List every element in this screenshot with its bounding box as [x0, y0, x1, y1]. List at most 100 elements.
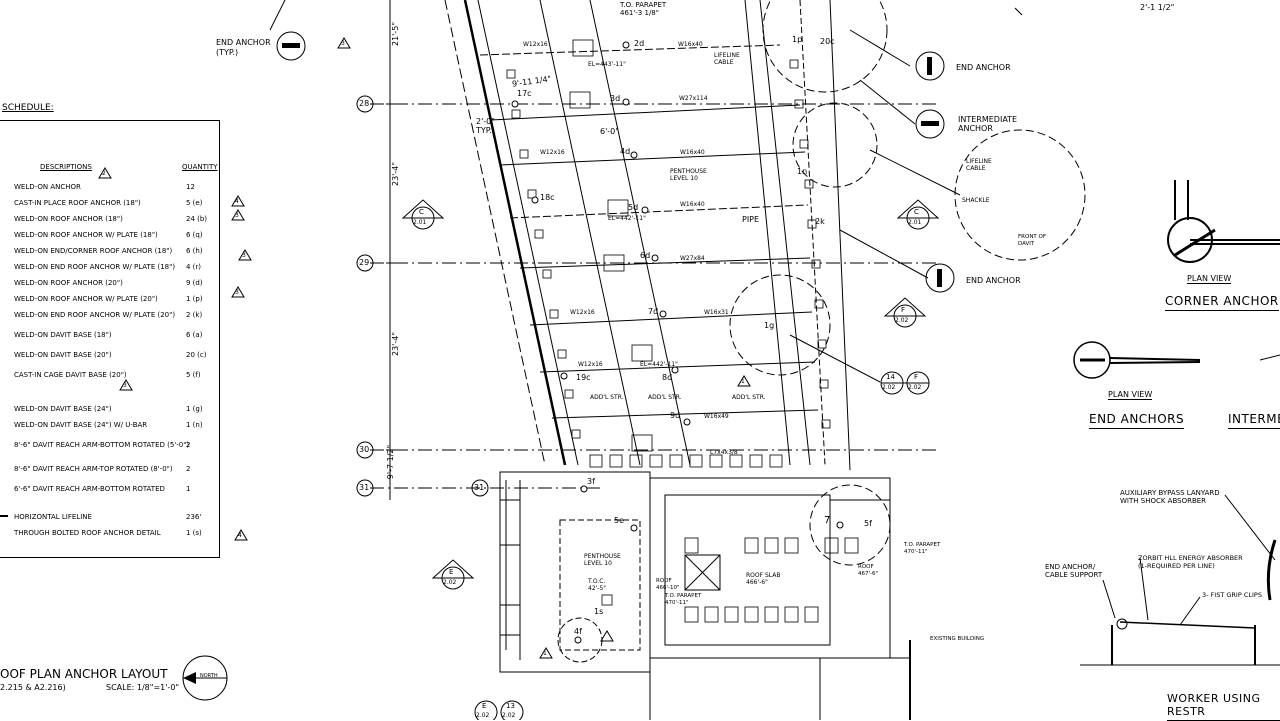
existing-building-label: EXISTING BUILDING	[930, 636, 985, 642]
schedule-desc: WELD-ON ANCHOR	[14, 183, 81, 191]
schedule-qty: 2	[186, 441, 191, 449]
schedule-qty: 24 (b)	[186, 215, 208, 223]
end-anchors-title: END ANCHORS	[1089, 412, 1185, 429]
end-anchor-typ-label: END ANCHOR (TYP.)	[216, 38, 271, 57]
parapet-top: T.O. PARAPET 461'-3 1/8"	[620, 1, 667, 17]
tag-7: 7	[824, 515, 831, 526]
tag-2k: 2k	[815, 217, 825, 226]
tag-3d: 3d	[610, 94, 621, 103]
schedule-desc: WELD-ON END ROOF ANCHOR W/ PLATE (20")	[14, 311, 176, 319]
detail-13: 13	[506, 702, 515, 710]
detail-14-ref: 2.02	[882, 384, 896, 391]
aux-bypass-lanyard: AUXILIARY BYPASS LANYARD WITH SHOCK ABSO…	[1120, 489, 1220, 506]
schedule-desc: WELD-ON DAVIT BASE (20")	[14, 351, 112, 359]
schedule-qty: 5 (e)	[186, 199, 203, 207]
rev-3-a: 3	[341, 40, 345, 47]
schedule-row: WELD-ON ROOF ANCHOR (20")9 (d)	[0, 279, 220, 289]
beam-w27x114: W27x114	[679, 95, 708, 102]
schedule-qty: 9 (d)	[186, 279, 203, 287]
roof-slab-label: ROOF SLAB 466'-6"	[746, 572, 781, 587]
schedule-desc: 6'-6" DAVIT REACH ARM-BOTTOM ROTATED	[14, 485, 165, 493]
schedule-qty: 6 (h)	[186, 247, 203, 255]
schedule-desc: THROUGH BOLTED ROOF ANCHOR DETAIL	[14, 529, 161, 537]
schedule-desc: WELD-ON DAVIT BASE (24") W/ U-BAR	[14, 421, 148, 429]
schedule-row: WELD-ON DAVIT BASE (18")6 (a)	[0, 331, 220, 341]
grid-bubble-30: 30	[359, 445, 370, 454]
beam-w12x16-c: W12x16	[570, 309, 595, 316]
grid-bubble-31a: 31	[359, 483, 370, 492]
schedule-qty: 236'	[186, 513, 202, 521]
tag-5d: 5d	[628, 203, 639, 212]
toc-label: T.O.C. 42'-5"	[588, 578, 607, 593]
schedule-desc: CAST-IN PLACE ROOF ANCHOR (18")	[14, 199, 141, 207]
section-e: E	[449, 568, 454, 576]
schedule-qty: 2	[186, 465, 191, 473]
rev-1-a: 1	[543, 650, 547, 657]
plan-view-caption-1: PLAN VIEW	[1187, 274, 1232, 284]
addl-str-3: ADD'L STR.	[732, 394, 766, 401]
typ-dim: 2'-0" TYP.	[476, 117, 495, 135]
tag-19c: 19c	[576, 373, 591, 382]
north-arrow-label: NORTH	[200, 673, 218, 679]
rev-4-a: 4	[235, 198, 239, 205]
schedule-row: HORIZONTAL LIFELINE 236'	[0, 513, 220, 523]
tag-4f: 4f	[574, 627, 582, 636]
legend-intermediate-anchor: INTERMEDIATE ANCHOR	[958, 115, 1018, 133]
detail-f2-ref: 2.02	[908, 384, 922, 391]
beam-w12x16-a: W12x16	[523, 41, 548, 48]
zorbit-absorber: ZORBIT HLL ENERGY ABSORBER (1-REQUIRED P…	[1138, 554, 1243, 570]
beam-w16x40-c: W16x40	[680, 201, 705, 208]
tag-4d: 4d	[620, 147, 631, 156]
dim-21-5: 21'-5"	[391, 21, 401, 47]
schedule-desc: HORIZONTAL LIFELINE	[14, 513, 92, 521]
tag-2d: 2d	[634, 39, 645, 48]
section-c-right: C	[914, 208, 919, 216]
legend-end-anchor-1: END ANCHOR	[956, 63, 1011, 72]
detail-e2: E	[482, 702, 487, 710]
beam-w27x84: W27x84	[680, 255, 705, 262]
schedule-row: WELD-ON DAVIT BASE (20") 20 (c)	[0, 351, 220, 361]
tag-17c: 17c	[517, 89, 532, 98]
elevation-1: EL=443'-11"	[588, 61, 626, 68]
tag-5f: 5f	[864, 519, 872, 528]
tag-3f: 3f	[587, 477, 595, 486]
schedule-qty: 6 (q)	[186, 231, 203, 239]
plan-view-caption-2: PLAN VIEW	[1108, 390, 1153, 400]
schedule-row: CAST-IN CAGE DAVIT BASE (20")5 (f)	[0, 371, 220, 381]
plan-title: OOF PLAN ANCHOR LAYOUT	[0, 667, 168, 681]
schedule-qty: 1 (p)	[186, 295, 203, 303]
schedule-row: 8'-6" DAVIT REACH ARM-TOP ROTATED (8'-0"…	[0, 465, 220, 475]
schedule-row: WELD-ON ROOF ANCHOR (18")24 (b)	[0, 215, 220, 225]
worker-using-restraint-title: WORKER USING RESTR	[1167, 692, 1280, 721]
beam-l7x4: L7x4x3/8	[710, 449, 738, 456]
schedule-desc: WELD-ON ROOF ANCHOR W/ PLATE (20")	[14, 295, 158, 303]
elevation-3: EL=442'-11"	[640, 361, 678, 368]
schedule-col-desc: DESCRIPTIONS	[40, 163, 92, 171]
section-c-right-ref: 2.01	[908, 219, 922, 226]
penthouse-level-10-b: PENTHOUSE LEVEL 10	[584, 553, 621, 568]
rev-1-b: 1	[741, 378, 745, 385]
section-c-left: C	[419, 208, 424, 216]
schedule-desc: CAST-IN CAGE DAVIT BASE (20")	[14, 371, 127, 379]
schedule-desc: WELD-ON DAVIT BASE (24")	[14, 405, 112, 413]
tag-9d: 9d	[670, 411, 681, 420]
section-e-ref: 2.02	[443, 579, 457, 586]
schedule-desc: WELD-ON END/CORNER ROOF ANCHOR (18")	[14, 247, 173, 255]
schedule-qty: 2 (k)	[186, 311, 203, 319]
tag-8d: 8d	[662, 373, 673, 382]
rev-4-b: 4	[238, 532, 242, 539]
pipe-label: PIPE	[742, 215, 760, 224]
schedule-row: WELD-ON END ROOF ANCHOR W/ PLATE (18")4 …	[0, 263, 220, 273]
rev-3-b: 3	[235, 212, 239, 219]
anchor-schedule: SCHEDULE: DESCRIPTIONS QUANTITY WELD-ON …	[0, 103, 220, 558]
section-f: F	[901, 306, 906, 314]
legend-lifeline-cable: LIFELINE CABLE	[966, 158, 992, 173]
tag-1s: 1s	[594, 607, 604, 616]
addl-str-1: ADD'L STR.	[590, 394, 624, 401]
schedule-row: WELD-ON END/CORNER ROOF ANCHOR (18") 6 (h…	[0, 247, 220, 257]
schedule-qty: 1 (g)	[186, 405, 203, 413]
schedule-qty: 20 (c)	[186, 351, 207, 359]
plan-scale: SCALE: 1/8"=1'-0"	[106, 683, 180, 692]
